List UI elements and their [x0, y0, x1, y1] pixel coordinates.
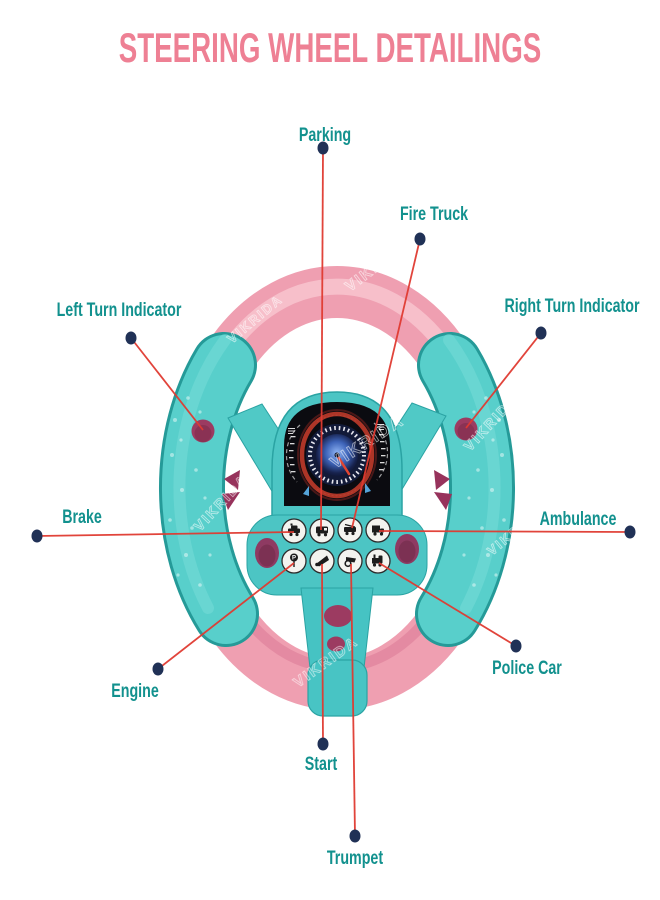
callout-line-start — [321, 563, 324, 745]
sound-button-police-car — [281, 518, 307, 544]
label-brake: Brake — [62, 507, 102, 528]
sound-button-truck — [365, 517, 391, 543]
ambulance-van-icon — [316, 526, 328, 537]
speedometer-gauge — [297, 409, 377, 501]
spoke-oval-large — [324, 605, 352, 627]
callout-dot-right-turn — [535, 326, 547, 340]
callout-line-brake — [36, 531, 295, 537]
turn-indicator-button-left — [191, 419, 215, 443]
callout-dot-engine — [152, 662, 164, 676]
label-fire-truck: Fire Truck — [399, 204, 469, 225]
callout-line-right-turn — [465, 332, 542, 429]
sound-button-horn — [309, 548, 335, 574]
spoke-oval-small — [327, 636, 345, 652]
callout-dots — [31, 141, 636, 843]
wheel-grip-right — [415, 332, 516, 647]
sound-button-engine — [365, 548, 391, 574]
callout-dot-brake — [31, 529, 43, 543]
label-ambulance: Ambulance — [539, 509, 617, 530]
callout-dot-fire-truck — [414, 232, 426, 246]
callout-line-ambulance — [378, 530, 631, 533]
label-parking: Parking — [298, 125, 352, 146]
callout-lines — [36, 147, 631, 837]
callout-dot-left-turn — [125, 331, 137, 345]
callout-line-parking — [320, 147, 324, 531]
callout-line-police-car — [378, 562, 517, 647]
callout-dot-police-car — [510, 639, 522, 653]
callout-dot-trumpet — [349, 829, 361, 843]
gauge-needle — [335, 453, 351, 476]
side-oval-button-right — [395, 534, 419, 564]
grip-triangle-decals — [222, 470, 452, 510]
side-oval-button-left — [255, 538, 279, 568]
sound-buttons: P — [281, 517, 391, 574]
label-left-turn-indicator: Left Turn Indicator — [56, 300, 182, 321]
label-police-car: Police Car — [492, 658, 562, 679]
label-engine: Engine — [111, 681, 159, 702]
horn-icon — [315, 555, 329, 567]
label-right-turn-indicator: Right Turn Indicator — [504, 296, 640, 317]
sound-button-fire-truck — [337, 517, 363, 543]
wheel-grip-left — [158, 332, 259, 647]
callout-dot-parking — [317, 141, 329, 155]
fire-truck-icon — [344, 523, 356, 536]
dashboard-screen — [284, 402, 390, 506]
label-trumpet: Trumpet — [326, 848, 384, 869]
callout-line-left-turn — [130, 337, 204, 431]
callout-dot-ambulance — [624, 525, 636, 539]
whistle-icon — [344, 557, 356, 568]
turn-indicator-button-right — [454, 417, 478, 441]
callout-line-fire-truck — [351, 238, 421, 529]
label-start: Start — [304, 754, 338, 775]
sound-button-whistle — [337, 548, 363, 574]
grip-texture-dots — [168, 396, 506, 587]
callout-line-trumpet — [350, 563, 356, 837]
sound-button-ambulance — [309, 518, 335, 544]
svg-text:P: P — [292, 556, 296, 562]
callout-dot-start — [317, 737, 329, 751]
engine-icon — [372, 554, 383, 567]
page-title: STEERING WHEEL DETAILINGS — [118, 24, 542, 71]
side-gauge-ticks — [288, 424, 386, 473]
steering-wheel: P — [158, 236, 546, 717]
callout-line-engine — [157, 562, 295, 670]
